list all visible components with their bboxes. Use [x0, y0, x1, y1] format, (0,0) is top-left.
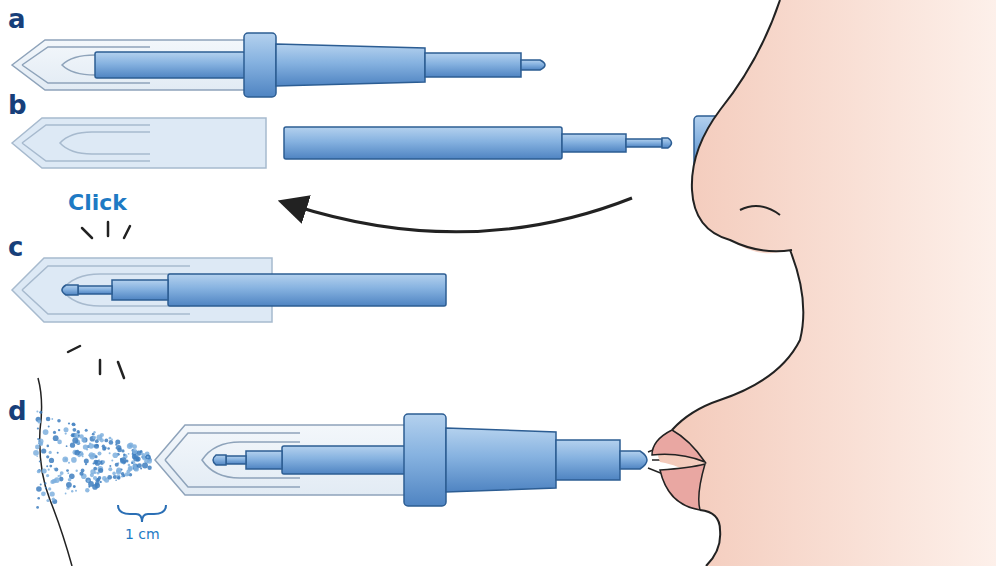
panel-letter: a: [8, 6, 26, 32]
click-marks: [68, 222, 130, 378]
panel-letter: b: [8, 92, 27, 118]
panel-letter: d: [8, 398, 27, 424]
distance-label: 1 cm: [125, 527, 160, 541]
spray-cloud: [33, 410, 152, 508]
distance-bracket: [118, 505, 166, 522]
panel-letter: c: [8, 234, 23, 260]
move-arrow: [292, 198, 632, 232]
sound-label: Click: [68, 192, 127, 214]
lips: [652, 430, 705, 510]
device-c: [12, 258, 446, 322]
skin-outline: [38, 378, 72, 566]
device-a: [12, 33, 545, 97]
device-d: [155, 414, 647, 506]
face-skin: [658, 0, 996, 566]
